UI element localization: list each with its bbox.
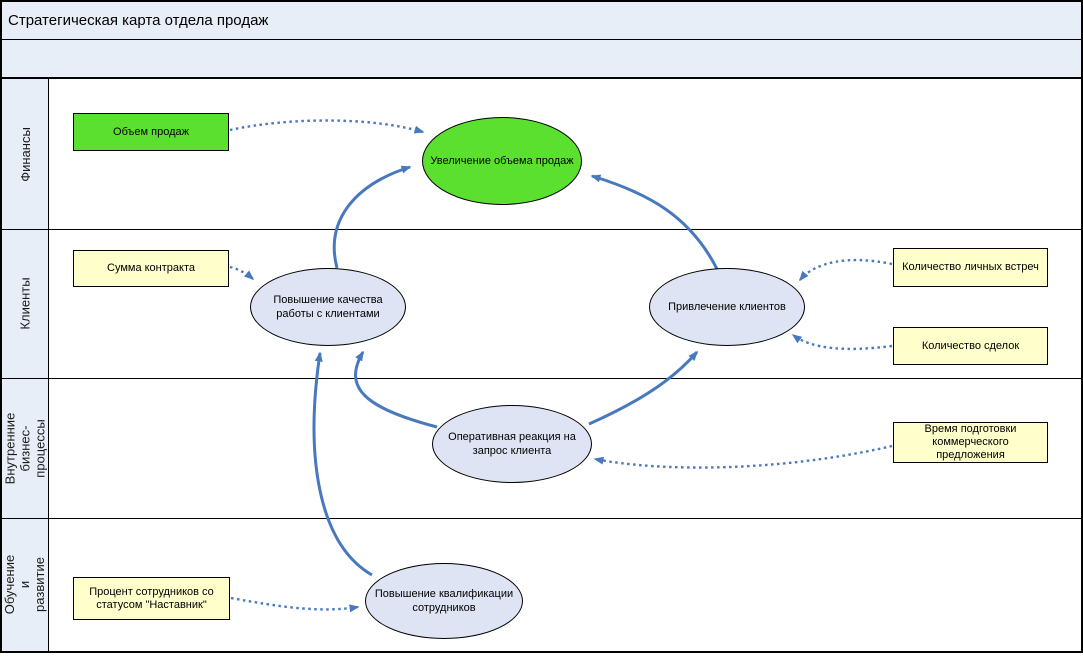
row-separator-clients-processes bbox=[2, 378, 1081, 379]
edge-fast-reaction-to-quality[interactable] bbox=[354, 350, 438, 429]
indicator-label: Количество сделок bbox=[921, 339, 1020, 352]
edge-qualification-to-quality[interactable] bbox=[312, 351, 373, 577]
goal-staff-qualification[interactable]: Повышение квалификации сотрудников bbox=[365, 563, 523, 639]
link-deals-count-to-attract-clients[interactable] bbox=[791, 334, 893, 351]
link-mentor-percent-to-qualification[interactable] bbox=[230, 596, 360, 613]
perspective-column-divider bbox=[48, 78, 49, 651]
grid-line-top bbox=[2, 78, 1081, 79]
indicator-label: Процент сотрудников со статусом "Наставн… bbox=[89, 585, 214, 611]
map-title: Стратегическая карта отдела продаж bbox=[8, 12, 269, 29]
goal-label: Повышение квалификации сотрудников bbox=[374, 588, 514, 614]
goal-quality-of-client-work[interactable]: Повышение качества работы с клиентами bbox=[250, 268, 406, 346]
empty-subtitle-row bbox=[2, 41, 1081, 78]
perspective-column-background bbox=[2, 79, 48, 651]
link-proposal-time-to-fast-reaction[interactable] bbox=[593, 444, 893, 469]
edge-quality-to-increase-sales[interactable] bbox=[332, 165, 412, 269]
edge-fast-reaction-to-attract-clients[interactable] bbox=[588, 350, 699, 426]
indicator-deals-count[interactable]: Количество сделок bbox=[893, 327, 1048, 365]
edge-attract-clients-to-increase-sales[interactable] bbox=[590, 174, 719, 270]
indicator-contract-sum[interactable]: Сумма контракта bbox=[73, 250, 229, 287]
link-personal-meetings-to-attract-clients[interactable] bbox=[799, 258, 893, 282]
goal-label: Привлечение клиентов bbox=[668, 301, 786, 313]
indicator-label: Количество личных встреч bbox=[902, 261, 1039, 273]
goal-fast-reaction[interactable]: Оперативная реакция на запрос клиента bbox=[432, 405, 592, 483]
link-contract-sum-to-quality[interactable] bbox=[229, 265, 255, 280]
indicator-personal-meetings[interactable]: Количество личных встреч bbox=[893, 248, 1048, 287]
indicator-label: Объем продаж bbox=[113, 125, 189, 138]
goal-label: Оперативная реакция на запрос клиента bbox=[448, 431, 576, 457]
goal-attract-clients[interactable]: Привлечение клиентов bbox=[649, 268, 805, 346]
row-separator-finances-clients bbox=[2, 229, 1081, 230]
indicator-mentor-percent[interactable]: Процент сотрудников со статусом "Наставн… bbox=[73, 577, 230, 620]
indicator-label: Сумма контракта bbox=[107, 262, 195, 274]
map-title-row: Стратегическая карта отдела продаж bbox=[2, 2, 1081, 40]
indicator-proposal-time[interactable]: Время подготовки коммерческого предложен… bbox=[893, 422, 1048, 463]
indicator-sales-volume[interactable]: Объем продаж bbox=[73, 113, 229, 151]
goal-label: Повышение качества работы с клиентами bbox=[273, 294, 383, 320]
row-separator-processes-learning bbox=[2, 518, 1081, 519]
goal-increase-sales[interactable]: Увеличение объема продаж bbox=[422, 117, 582, 205]
goal-label: Увеличение объема продаж bbox=[430, 155, 574, 167]
header-background bbox=[2, 2, 1081, 78]
indicator-label: Время подготовки коммерческого предложен… bbox=[924, 423, 1017, 461]
